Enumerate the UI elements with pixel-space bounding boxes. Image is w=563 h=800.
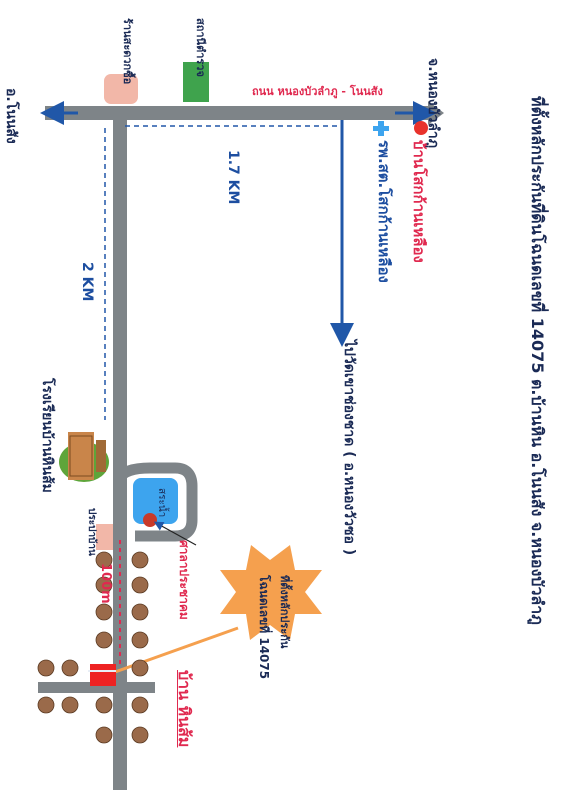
dist-100m-label: 100m xyxy=(98,563,113,604)
to-nongbua-label: จ.หนองบัวลำภู xyxy=(425,58,441,148)
star-line1-label: ที่ตั้งหลักประกัน xyxy=(278,575,291,649)
dist-2-label: 2 KM xyxy=(79,262,95,302)
police-label: สถานีตำรวจ xyxy=(194,18,207,77)
branch-road xyxy=(113,118,127,790)
village-houses xyxy=(37,551,149,744)
hall-label: ศาลาประชาคม xyxy=(177,540,191,620)
hall-marker-icon xyxy=(143,513,157,527)
school-label: โรงเรียนบ้านหินส้ม xyxy=(39,378,55,493)
village-marker-icon xyxy=(414,121,428,135)
main-road xyxy=(45,106,437,120)
pond-label: สระน้ำ xyxy=(156,488,167,518)
map-title: ที่ตั้งหลักประกันที่ดินโฉนดเลขที่ 14075 … xyxy=(528,96,547,625)
pond-box xyxy=(133,478,178,524)
dist-17-label: 1.7 KM xyxy=(225,150,241,205)
village-road-a xyxy=(38,682,128,693)
school-building-icon xyxy=(59,432,109,482)
village-road-b xyxy=(127,682,155,693)
hospital-label: รพ.สต.โสกก้านเหลือง xyxy=(375,140,393,283)
to-nonsang-label: อ.โนนสัง xyxy=(3,88,19,144)
star-line2-label: โฉนดเลขที่ 14075 xyxy=(257,575,271,680)
village-hinsom-label: บ้าน หินส้ม xyxy=(175,670,194,748)
shop-box xyxy=(104,74,138,104)
police-station-box xyxy=(183,62,209,102)
property-plot xyxy=(90,664,116,686)
hospital-cross-icon xyxy=(373,121,389,136)
road-name-label: ถนน หนองบัวลำภู - โนนสัง xyxy=(252,85,383,98)
village-baan-sok-label: บ้านโสกก้านเหลือง xyxy=(410,140,428,263)
shop-label: ร้านสะดวกซื้อ xyxy=(121,18,134,85)
water-tower-box xyxy=(96,524,113,550)
property-star xyxy=(220,545,322,640)
to-temple-label: ไปวัดเขาช่องชาด ( อ.หนองวัวซอ ) xyxy=(341,340,357,556)
loop-road xyxy=(115,462,198,542)
hall-pointer xyxy=(153,521,197,546)
water-tower-label: ประปาบ้าน xyxy=(86,508,97,556)
